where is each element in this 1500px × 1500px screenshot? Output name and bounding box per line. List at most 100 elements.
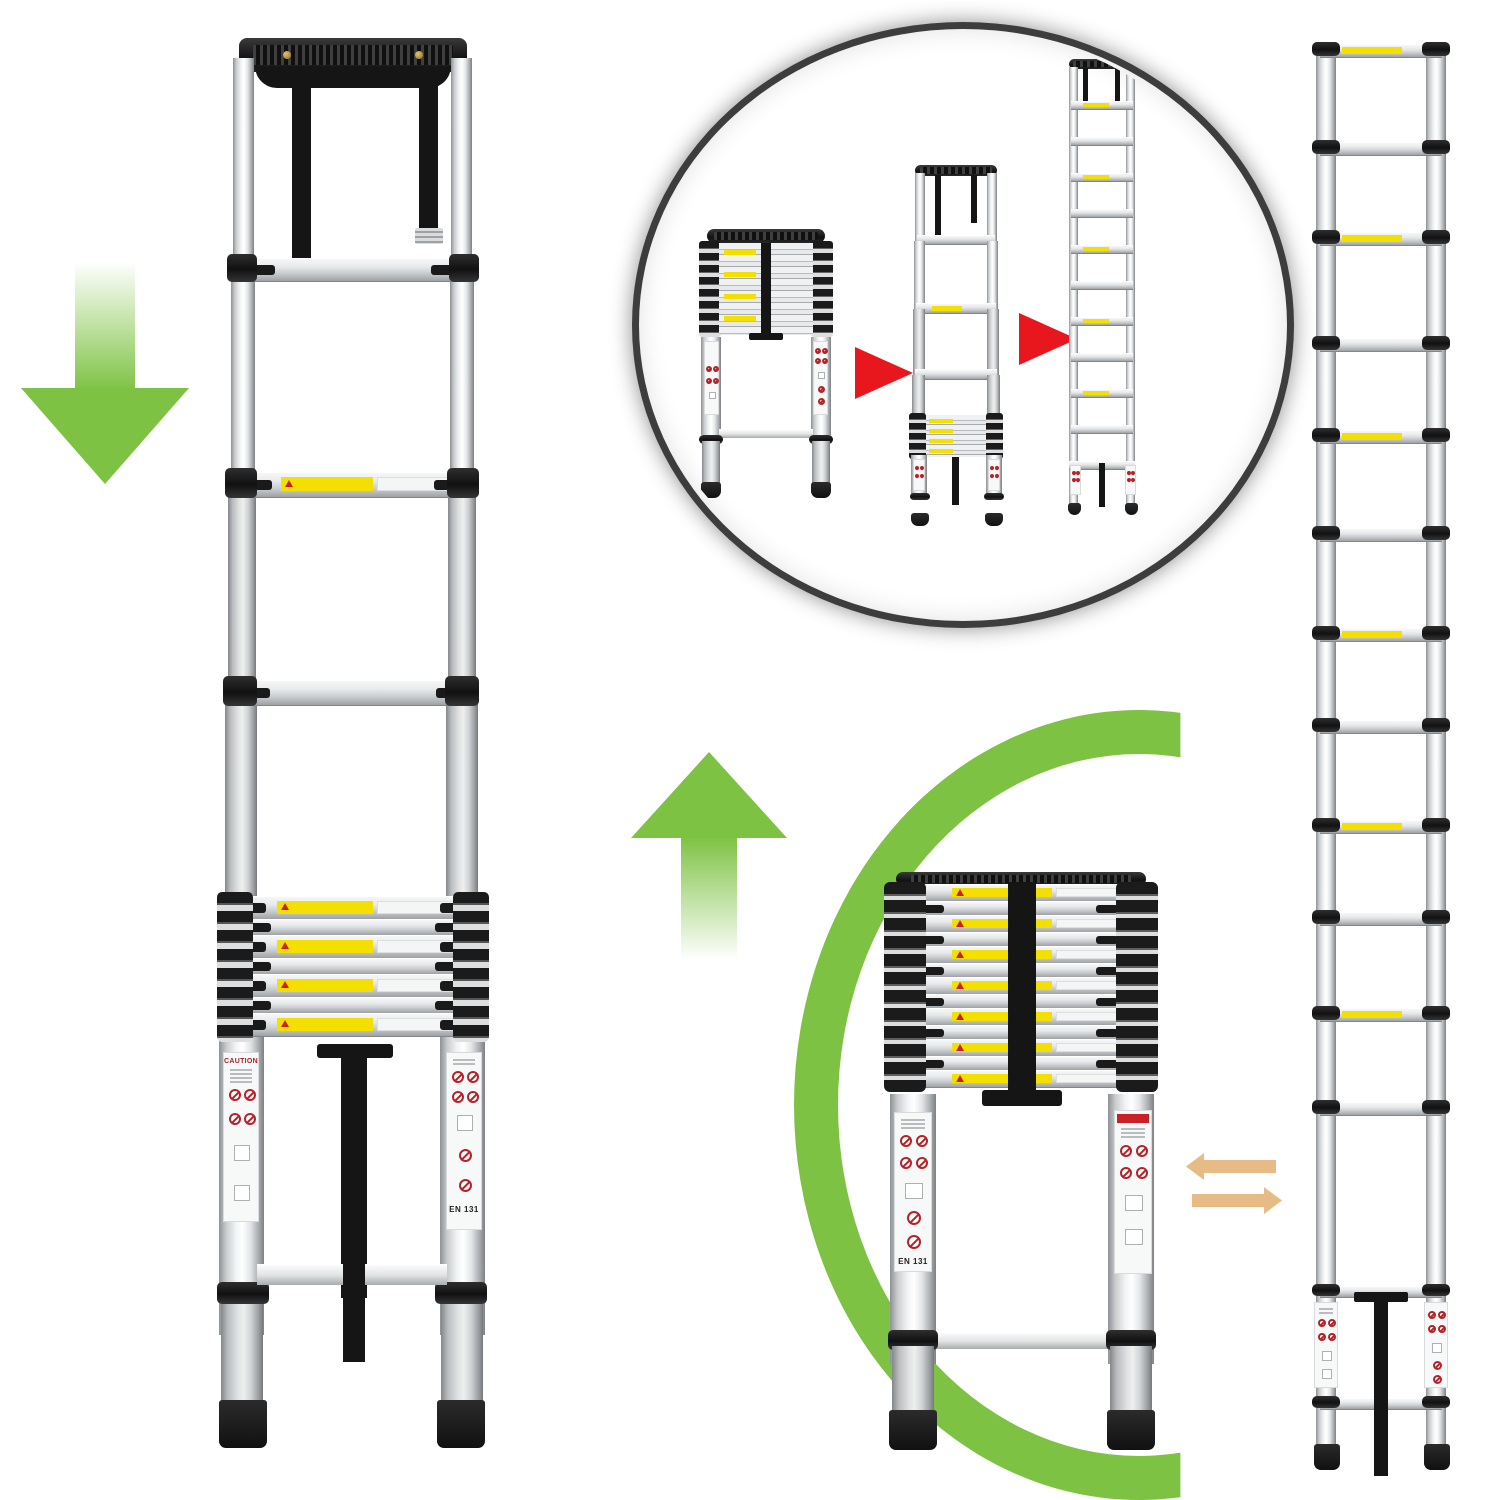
- rung-release-button[interactable]: [922, 998, 944, 1006]
- stabiliser-bar: [719, 429, 813, 438]
- rung-collar-right: [1422, 1100, 1450, 1114]
- rail-left-section-2: [231, 268, 255, 498]
- rail-left: [1316, 42, 1336, 1452]
- rung-collar-left: [1312, 718, 1340, 732]
- caution-heading: CAUTION: [224, 1058, 258, 1065]
- rail-right-section-6: [441, 1290, 483, 1420]
- rung-release-button[interactable]: [240, 942, 266, 952]
- rung-release-button[interactable]: [922, 1029, 944, 1037]
- rung-warning-label: [277, 1017, 373, 1031]
- collapsed-ladder: EN 131: [862, 872, 1182, 1462]
- rail-left: [915, 173, 925, 245]
- warning-triangle-icon: [956, 1013, 964, 1020]
- carry-strap-tab: [317, 1044, 393, 1058]
- arrow-head: [631, 752, 787, 838]
- rung-release-button[interactable]: [1096, 998, 1118, 1006]
- rung-collar-left: [223, 676, 257, 706]
- table-row: [1071, 425, 1133, 434]
- rung-release-button[interactable]: [240, 981, 266, 991]
- warning-triangle-icon: [281, 903, 289, 910]
- carry-strap-tab: [1354, 1292, 1408, 1302]
- rung-release-button[interactable]: [431, 265, 457, 275]
- rung-release-button[interactable]: [240, 903, 266, 913]
- table-row: [1071, 101, 1133, 110]
- rail-left-section-3: [228, 482, 256, 704]
- rung-instruction-label: [1056, 980, 1118, 991]
- rung-release-button[interactable]: [1096, 1060, 1118, 1068]
- strap-buckle: [415, 228, 443, 244]
- arrow-shaft: [75, 262, 135, 392]
- warning-triangle-icon: [281, 981, 289, 988]
- top-strap-left: [292, 80, 311, 270]
- safety-label-right: [1125, 465, 1136, 495]
- rung-release-button[interactable]: [244, 688, 270, 698]
- rail-right-base: [812, 441, 830, 487]
- table-row: [1071, 245, 1133, 254]
- rung-release-button[interactable]: [1096, 936, 1118, 944]
- rubber-foot-right: [811, 482, 831, 498]
- rung-release-button[interactable]: [435, 1001, 459, 1010]
- rail-right-section-3: [448, 482, 476, 704]
- rung-collar-left: [1312, 336, 1340, 350]
- rung-collar-left: [227, 254, 257, 282]
- rung-warning-label: [724, 272, 756, 277]
- top-strap-left: [935, 175, 941, 235]
- warning-triangle-icon: [285, 480, 293, 487]
- rung-release-button[interactable]: [247, 1001, 271, 1010]
- top-strap-right: [419, 80, 438, 235]
- rung-release-button[interactable]: [249, 265, 275, 275]
- collar-stack-left: [699, 241, 721, 337]
- rail-right: [987, 309, 999, 375]
- rung-release-button[interactable]: [1096, 905, 1118, 913]
- rung-warning-label: [277, 939, 373, 953]
- base-collar-right: [984, 493, 1004, 500]
- rung-release-button[interactable]: [1096, 967, 1118, 975]
- rung-warning-label: [929, 429, 953, 433]
- rung-instruction-label: [1056, 887, 1118, 898]
- rung-release-button[interactable]: [922, 905, 944, 913]
- rung-release-button[interactable]: [240, 1020, 266, 1030]
- rail-right: [1426, 42, 1446, 1452]
- rail-left: [913, 309, 925, 375]
- base-collar-left: [1312, 1396, 1340, 1408]
- rung-release-button[interactable]: [435, 923, 459, 932]
- rung-release-button[interactable]: [435, 962, 459, 971]
- carry-strap: [761, 243, 771, 339]
- rung-collar-left: [1312, 428, 1340, 442]
- warning-triangle-icon: [956, 951, 964, 958]
- rung-warning-label: [932, 305, 962, 311]
- rubber-foot-left: [701, 482, 721, 498]
- collar-stack-right: [811, 241, 833, 337]
- rung-release-button[interactable]: [246, 480, 272, 490]
- rung-collar-right: [1422, 230, 1450, 244]
- rung-release-button[interactable]: [247, 923, 271, 932]
- rung-release-button[interactable]: [922, 936, 944, 944]
- table-row: [915, 369, 997, 380]
- table-row: [1320, 912, 1442, 926]
- rung-release-button[interactable]: [247, 962, 271, 971]
- collar-stack-right: [986, 413, 1003, 459]
- table-row: [1071, 209, 1133, 218]
- rung-collar-right: [449, 254, 479, 282]
- swap-arrow-right: [1192, 1194, 1268, 1207]
- rung-collar-right: [1422, 526, 1450, 540]
- warning-triangle-icon: [281, 1020, 289, 1027]
- arrow-head: [21, 388, 189, 484]
- rung-warning-label: [277, 978, 373, 992]
- top-cap-ribs: [714, 232, 818, 240]
- rung-warning-label: [281, 477, 373, 492]
- top-cap-ribs: [1072, 61, 1132, 67]
- base-collar-left: [699, 435, 723, 444]
- rung-warning-label: [1342, 823, 1402, 831]
- table-row: [235, 680, 471, 706]
- rung-release-button[interactable]: [1096, 1029, 1118, 1037]
- rung-collar-left: [1312, 526, 1340, 540]
- table-row: [233, 997, 473, 1014]
- rung-release-button[interactable]: [922, 1060, 944, 1068]
- table-row: [231, 896, 475, 920]
- rail-right: [987, 375, 1000, 423]
- fully-extended-ladder: [1276, 20, 1486, 1490]
- rail-left-base: [702, 441, 720, 487]
- rung-release-button[interactable]: [922, 967, 944, 975]
- rubber-foot-right: [1107, 1410, 1155, 1450]
